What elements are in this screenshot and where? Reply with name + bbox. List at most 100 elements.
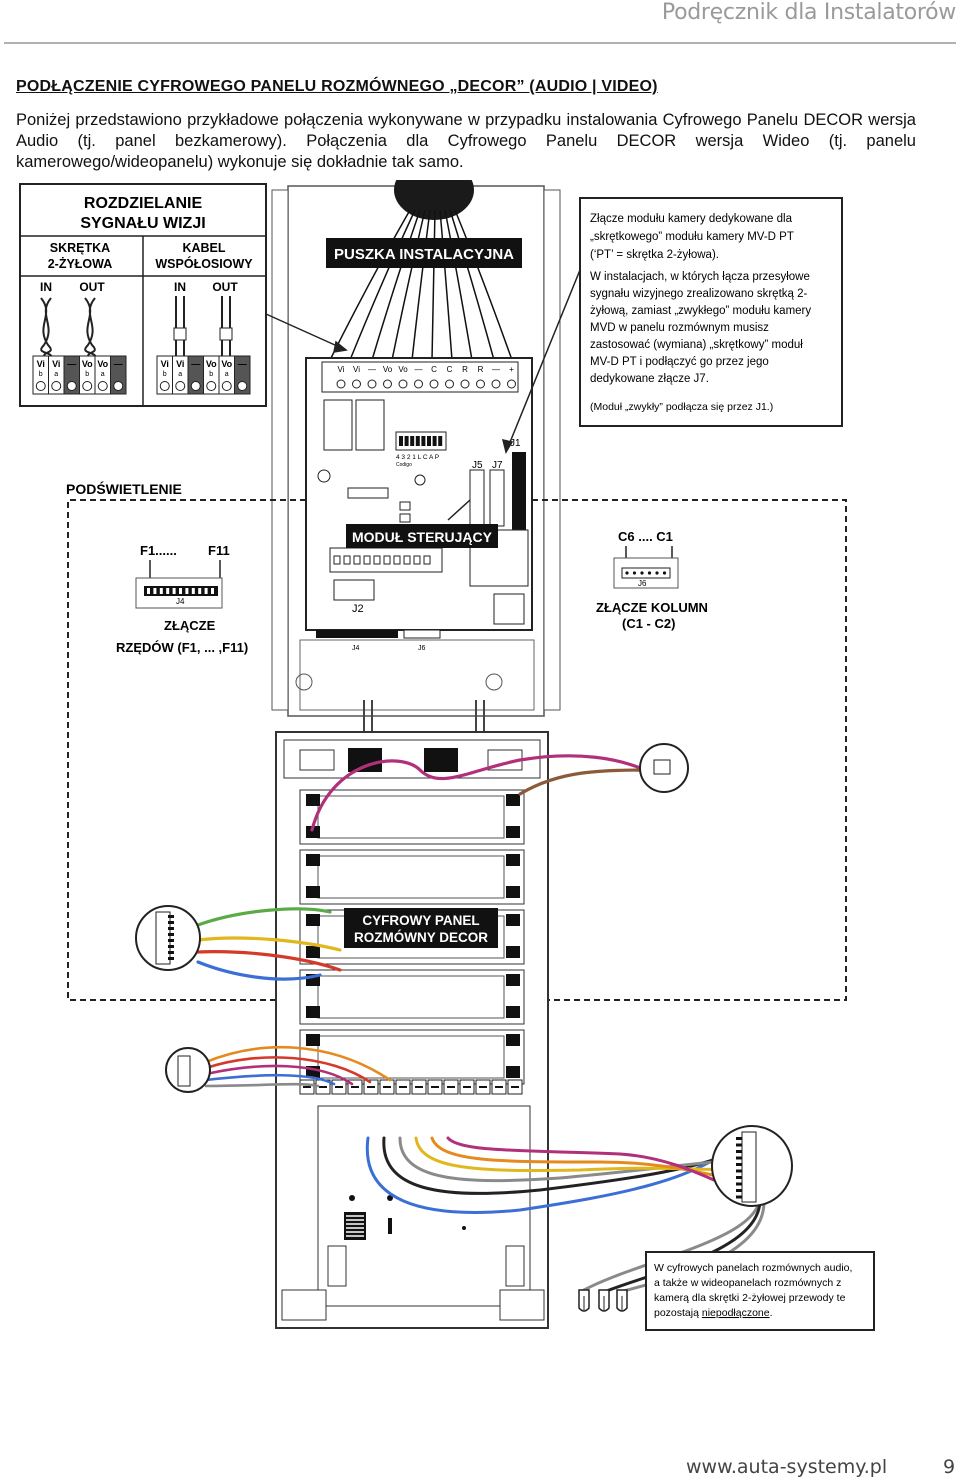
board-terminal-screw [398,379,408,389]
twisted-terminal-sub: a [101,371,105,378]
rows-pin [191,588,195,594]
camera-note-line-6: żyłową, zamiast „zwykłego” modułu kamery [590,305,811,317]
columns-pin [647,571,652,575]
dip-switch [421,436,426,446]
columns-pin [662,571,667,575]
columns-label-1: ZŁĄCZE KOLUMN [596,600,708,615]
board-terminal-label: C [447,365,453,374]
panel-screw-terminal [506,886,520,898]
left-lower-connector-circle [165,1047,211,1093]
right-lower-pin [736,1150,742,1153]
left-connector-pin [168,921,174,924]
panel-module-window [317,975,505,1019]
rows-pin [211,588,214,594]
j2-pin [333,555,341,565]
rows-pin [147,588,150,594]
twisted-terminal-label: — [114,359,123,369]
j2-pin [403,555,411,565]
board-terminal-screw [367,379,377,389]
board-terminal-screw [336,379,346,389]
bundle-wire [329,209,411,361]
j4-board-label: J4 [352,645,360,652]
rows-connector: F1...... F11 J4 ZŁĄCZE RZĘDÓW (F1, ... ,… [113,543,251,655]
j2-pin [373,555,381,565]
camera-note-box: Złącze modułu kamery dedykowane dla „skr… [579,197,843,427]
left-connector-pin [168,933,174,936]
twisted-screw [35,381,46,391]
bundle-wire [439,209,453,361]
bundle-wire [371,209,421,361]
left-connector-pin [168,927,174,930]
bundle-wire [449,209,495,361]
board-terminal-screw [491,379,501,389]
section-title: PODŁĄCZENIE CYFROWEGO PANELU ROZMÓWNEGO … [16,78,658,95]
wire [430,1136,742,1182]
rows-pin [153,588,157,594]
board-terminal-label: Vi [353,365,360,374]
j2-pin [413,555,421,565]
bundle-wire [431,209,436,361]
rows-pin [166,588,170,594]
colored-wires [196,754,766,1294]
module-label: MODUŁ STERUJĄCY [352,529,493,545]
coax-in-label: IN [174,280,186,294]
coax-terminal-label: Vo [206,359,217,369]
dip-labels: 4 3 2 1 L C A P [396,454,439,461]
dip-switch [432,436,437,446]
camera-note-line-4: W instalacjach, w których łącza przesyło… [590,271,810,283]
panel-screw-terminal [506,1034,520,1046]
wiring-diagram: ROZDZIELANIE SYGNAŁU WIZJI SKRĘTKA 2-ŻYŁ… [19,180,875,1331]
panel-label-1: CYFROWY PANEL [362,913,479,928]
bottom-note-line-1: W cyfrowych panelach rozmównych audio, [654,1262,852,1274]
left-connector-circle [135,905,201,971]
camera-note-line-11: (Moduł „zwykły” podłącza się przez J1.) [590,401,773,413]
board-terminal-label: — [492,365,500,374]
panel-screw-terminal [306,886,320,898]
board-terminal-screw [476,379,485,389]
right-lower-connector-circle [711,1125,793,1207]
panel-screw-terminal [306,946,320,958]
twisted-screw [97,381,108,391]
dip-switch [415,436,420,446]
panel-screw-terminal [306,914,320,926]
bundle-wire [349,209,416,361]
bundle-wire [391,209,426,361]
coax-screw [237,381,248,391]
columns-connector-j6: J6 [638,579,647,588]
footer-url[interactable]: www.auta-systemy.pl [686,1456,888,1478]
panel-module-window [317,855,505,899]
dip-switch [399,436,403,446]
right-lower-pin [736,1143,742,1147]
camera-note-line-3: (‘PT’ = skrętka 2-żyłowa). [590,249,719,261]
coax-terminal-label: — [238,359,247,369]
backlight-connections [67,499,847,1001]
columns-pin [632,571,637,575]
board-terminal-screw [460,379,470,389]
camera-note-line-9: MV-D PT i podłączyć go przez jego [590,356,769,368]
twisted-pair-label-1: SKRĘTKA [50,241,110,255]
rows-range-start: F1...... [140,543,177,558]
left-connector-pin [168,951,174,954]
j1-label: J1 [510,438,521,449]
j5-label: J5 [472,460,483,471]
coax-screw [159,381,170,391]
coax-terminal-sub: a [225,371,229,378]
right-lower-pin [736,1189,742,1192]
camera-note-line-5: sygnału wizyjnego zrealizowano skrętką 2… [590,288,807,300]
wire [204,1064,354,1086]
rows-pin [204,588,208,594]
wire [196,960,322,981]
rows-pin [159,588,163,594]
video-split-box: ROZDZIELANIE SYGNAŁU WIZJI SKRĘTKA 2-ŻYŁ… [19,183,267,407]
coax-terminal-sub: b [163,371,167,378]
bottom-note-line-4-end: . [770,1307,773,1319]
footer-page-number: 9 [943,1456,956,1478]
twisted-terminal-sub: b [85,371,89,378]
video-split-title-2: SYGNAŁU WIZJI [80,215,205,232]
j6-board-label: J6 [418,645,426,652]
rows-pin [179,588,182,594]
j2-pin [423,555,431,565]
coax-terminal-label: — [191,359,200,369]
camera-note-line-10: dedykowane złącze J7. [590,373,709,385]
coax-terminal-label: Vo [221,359,232,369]
